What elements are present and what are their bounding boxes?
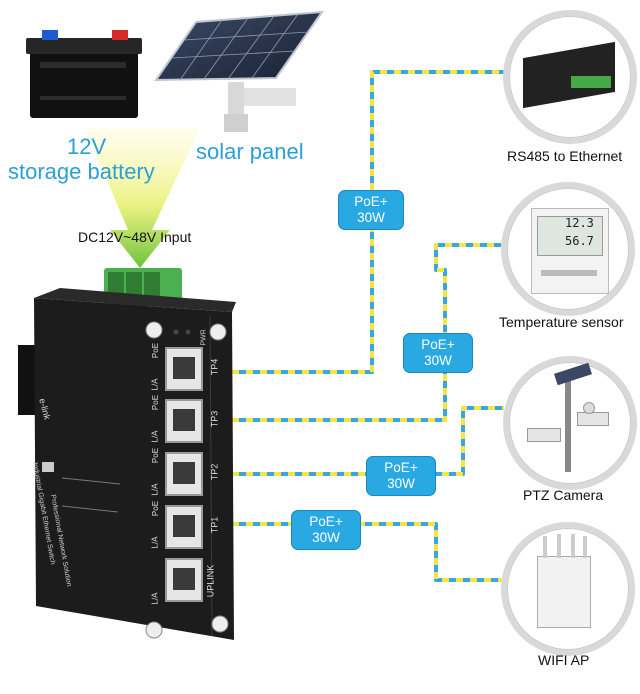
poe-badge-2-power: 30W — [424, 353, 452, 368]
port-uplink[interactable] — [165, 558, 203, 602]
device-label-rs485: RS485 to Ethernet — [507, 148, 623, 164]
port-label-tp4: TP4 — [209, 358, 220, 376]
port-label-tp3: TP3 — [209, 410, 220, 428]
battery-icon — [26, 30, 142, 118]
la-label-tp1: L/A — [150, 536, 160, 549]
battery-label-line2: storage battery — [8, 159, 155, 184]
poe-badge-1-type: PoE+ — [354, 194, 388, 209]
sensor-readout-temp: 12.3 — [565, 216, 594, 230]
poe-badge-4-type: PoE+ — [309, 514, 343, 529]
temperature-sensor-icon: 12.3 56.7 — [501, 182, 635, 316]
poe-badge-3-power: 30W — [387, 476, 415, 491]
la-label-tp3: L/A — [150, 430, 160, 443]
device-label-wifi: WIFI AP — [538, 652, 590, 668]
port-tp4[interactable] — [165, 347, 203, 391]
rs485-converter-icon — [503, 10, 637, 144]
input-label: DC12V~48V Input — [78, 229, 192, 245]
device-label-camera: PTZ Camera — [523, 487, 604, 503]
poe-badge-4: PoE+ 30W — [291, 510, 361, 550]
poe-badge-4-power: 30W — [312, 530, 340, 545]
port-tp2[interactable] — [165, 452, 203, 496]
power-arrow — [85, 128, 200, 268]
poe-badge-2: PoE+ 30W — [403, 333, 473, 373]
poe-badge-1: PoE+ 30W — [338, 190, 404, 230]
battery-label-line1: 12V — [67, 134, 107, 159]
la-label-tp2: L/A — [150, 483, 160, 496]
port-label-tp2: TP2 — [209, 463, 220, 481]
poe-badge-3: PoE+ 30W — [366, 456, 436, 496]
sensor-readout-humidity: 56.7 — [565, 234, 594, 248]
pwr-label: PWR — [200, 329, 208, 346]
poe-label-tp2: PoE — [151, 447, 161, 464]
solar-label: solar panel — [196, 139, 304, 164]
port-label-uplink: UPLINK — [205, 564, 216, 598]
poe-badge-3-type: PoE+ — [384, 460, 418, 475]
la-label-tp4: L/A — [150, 378, 160, 391]
wifi-ap-icon — [501, 522, 635, 656]
port-label-tp1: TP1 — [209, 516, 220, 534]
solar-panel-icon — [154, 10, 325, 132]
port-tp3[interactable] — [165, 399, 203, 443]
poe-label-tp3: PoE — [151, 394, 161, 411]
poe-badge-1-power: 30W — [357, 210, 385, 225]
port-tp1[interactable] — [165, 505, 203, 549]
la-label-uplink: L/A — [150, 592, 160, 605]
device-label-temperature: Temperature sensor — [499, 314, 624, 330]
poe-badge-2-type: PoE+ — [421, 337, 455, 352]
poe-label-tp1: PoE — [151, 500, 161, 517]
ptz-camera-icon — [503, 356, 637, 490]
poe-label-tp4: PoE — [151, 342, 161, 359]
